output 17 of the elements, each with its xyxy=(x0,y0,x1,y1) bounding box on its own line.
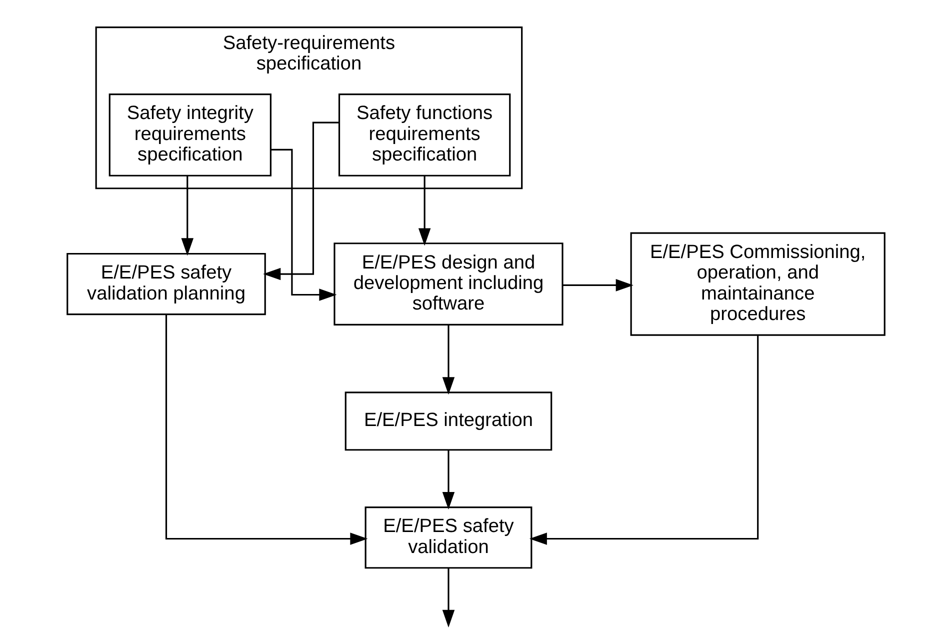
arrow xyxy=(442,568,454,628)
arrow xyxy=(442,325,454,395)
arrow xyxy=(562,279,633,292)
arrow xyxy=(180,176,194,256)
arrow xyxy=(442,450,454,510)
node-box: E/E/PES design and development including software xyxy=(333,242,563,326)
node-box: E/E/PES integration xyxy=(344,392,552,451)
arrow xyxy=(262,122,339,280)
arrow xyxy=(418,176,430,246)
arrow xyxy=(164,314,368,545)
node-box: Safety integrity requirements specification xyxy=(108,93,271,176)
node-box: E/E/PES safety validation planning xyxy=(66,252,266,316)
arrow xyxy=(270,148,336,301)
node-box: E/E/PES safety validation xyxy=(364,506,532,569)
arrow xyxy=(528,336,758,545)
node-box: Safety functions requirements specification xyxy=(338,93,510,176)
node-box: E/E/PES Commissioning, operation, and maintainance procedures xyxy=(630,232,885,336)
